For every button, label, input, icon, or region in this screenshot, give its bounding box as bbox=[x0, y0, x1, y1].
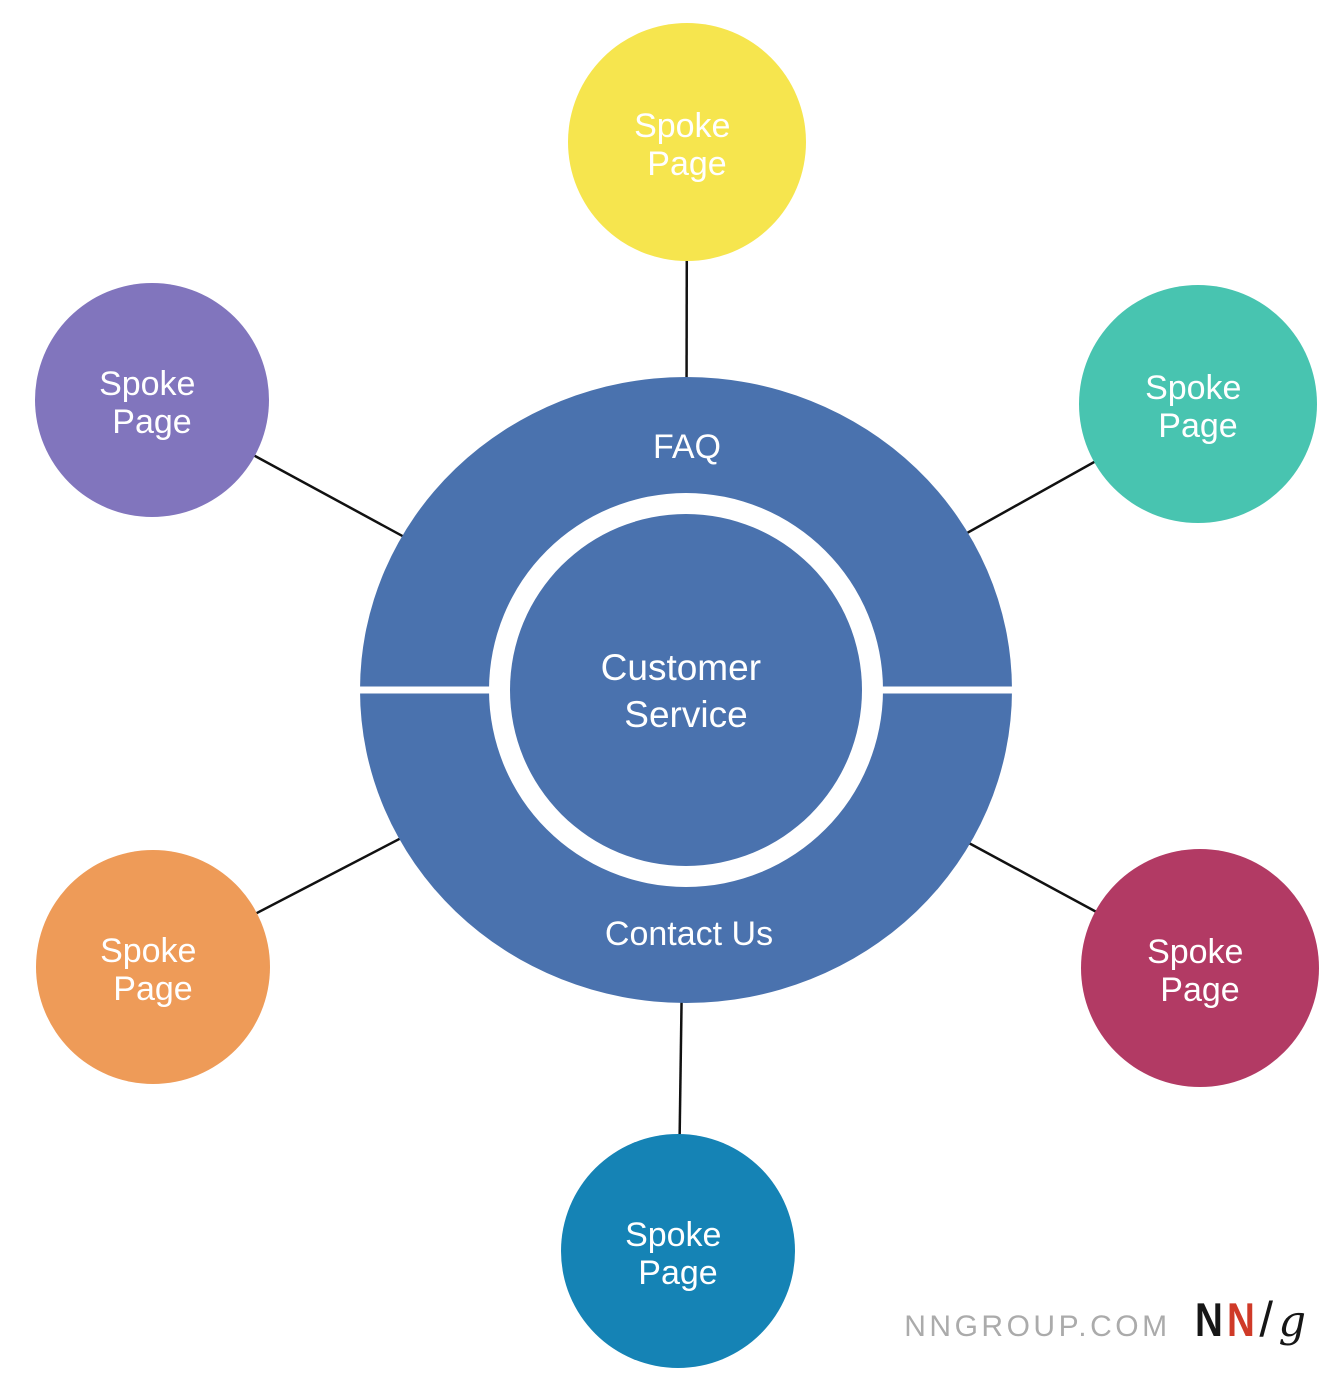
spoke-circle-lower-right bbox=[1081, 849, 1319, 1087]
spoke-label-upper-right-line1: Spoke bbox=[1145, 369, 1241, 407]
hub-ring-top-label: FAQ bbox=[653, 428, 721, 466]
spoke-label-lower-right-line1: Spoke bbox=[1147, 933, 1243, 971]
spoke-label-upper-right-line2: Page bbox=[1158, 407, 1237, 445]
spoke-node-lower-right: Spoke Page bbox=[1081, 849, 1319, 1087]
spoke-node-lower-left: Spoke Page bbox=[36, 850, 270, 1084]
spoke-label-upper-left-line2: Page bbox=[112, 403, 191, 441]
hub-inner-circle bbox=[510, 514, 862, 866]
nng-logo: N N / g bbox=[1195, 1292, 1306, 1348]
spoke-circle-lower-left bbox=[36, 850, 270, 1084]
spoke-label-lower-left-line2: Page bbox=[113, 970, 192, 1008]
spoke-node-upper-left: Spoke Page bbox=[35, 283, 269, 517]
hub-center-label: Customer Service bbox=[601, 647, 772, 735]
hub-ring-bottom-label: Contact Us bbox=[605, 915, 773, 953]
spoke-node-upper-right: Spoke Page bbox=[1079, 285, 1317, 523]
spoke-label-bottom-line1: Spoke bbox=[625, 1216, 721, 1254]
logo-slash: / bbox=[1259, 1293, 1274, 1347]
spoke-label-upper-left-line1: Spoke bbox=[99, 365, 195, 403]
spoke-node-top: Spoke Page bbox=[568, 23, 806, 261]
hub-node: FAQ Contact Us Customer Service bbox=[360, 377, 1012, 1003]
spoke-circle-top bbox=[568, 23, 806, 261]
spoke-label-upper-right: Spoke Page bbox=[1145, 369, 1251, 445]
spoke-label-top: Spoke Page bbox=[634, 107, 740, 183]
spoke-circle-bottom bbox=[561, 1134, 795, 1368]
logo-letter-n1: N bbox=[1194, 1293, 1223, 1346]
hub-center-label-line1: Customer bbox=[601, 647, 761, 688]
spoke-circle-upper-left bbox=[35, 283, 269, 517]
spoke-label-lower-left: Spoke Page bbox=[100, 932, 206, 1008]
spoke-label-bottom: Spoke Page bbox=[625, 1216, 731, 1292]
spoke-label-lower-right-line2: Page bbox=[1160, 971, 1239, 1009]
spoke-label-lower-right: Spoke Page bbox=[1147, 933, 1253, 1009]
spoke-circle-upper-right bbox=[1079, 285, 1317, 523]
spoke-label-top-line2: Page bbox=[647, 145, 726, 183]
spoke-node-bottom: Spoke Page bbox=[561, 1134, 795, 1368]
spoke-label-lower-left-line1: Spoke bbox=[100, 932, 196, 970]
hub-center-label-line2: Service bbox=[624, 694, 747, 735]
spoke-label-top-line1: Spoke bbox=[634, 107, 730, 145]
spoke-label-upper-left: Spoke Page bbox=[99, 365, 205, 441]
spoke-label-bottom-line2: Page bbox=[638, 1254, 717, 1292]
footer: NNGROUP.COM N N / g bbox=[860, 1292, 1306, 1364]
logo-letter-g: g bbox=[1278, 1297, 1306, 1347]
logo-letter-n2: N bbox=[1226, 1293, 1255, 1346]
nngroup-url: NNGROUP.COM bbox=[904, 1310, 1171, 1343]
